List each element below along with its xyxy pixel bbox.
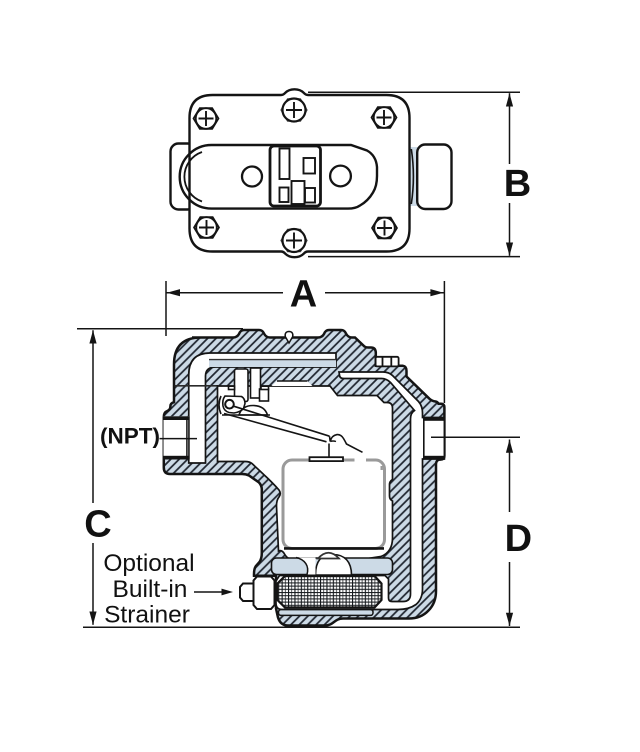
svg-text:A: A: [290, 274, 317, 316]
svg-text:Strainer: Strainer: [104, 602, 190, 629]
svg-text:Optional: Optional: [103, 550, 194, 577]
svg-text:B: B: [504, 163, 531, 205]
svg-text:Built-in: Built-in: [113, 576, 188, 603]
svg-text:C: C: [84, 504, 111, 546]
svg-text:D: D: [505, 518, 532, 560]
svg-text:(NPT): (NPT): [100, 424, 160, 449]
